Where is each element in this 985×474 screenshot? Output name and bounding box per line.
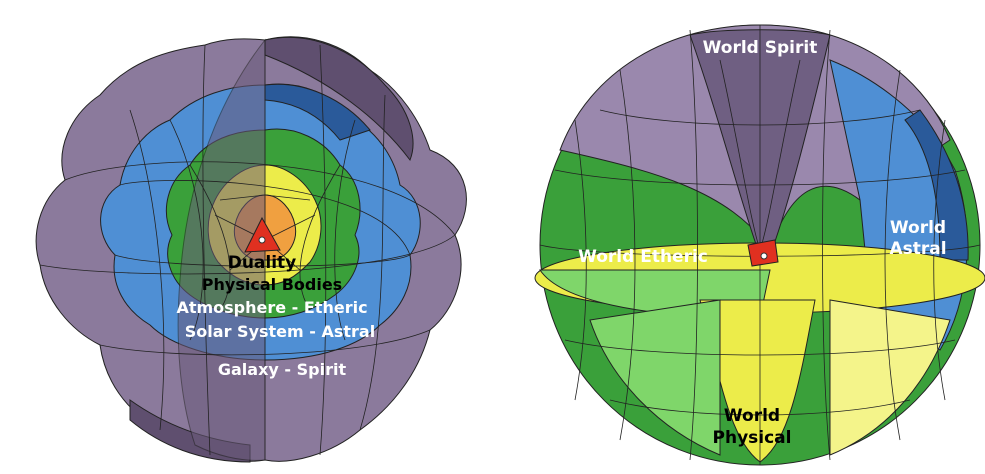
label-physical-bodies: Physical Bodies [202, 275, 342, 294]
label-duality: Duality [228, 253, 297, 273]
label-world-physical-line2: Physical [713, 428, 792, 448]
label-atmosphere-etheric: Atmosphere - Etheric [176, 298, 367, 317]
label-world-astral-line1: World [890, 218, 946, 238]
label-solar-system-astral: Solar System - Astral [185, 322, 375, 341]
label-world-spirit: World Spirit [703, 38, 818, 58]
duality-center-dot [259, 237, 265, 243]
right-duality-dot [761, 253, 767, 259]
label-world-astral-line2: Astral [889, 239, 946, 259]
label-galaxy-spirit: Galaxy - Spirit [218, 360, 347, 379]
label-world-etheric: World Etheric [578, 247, 708, 267]
left-nested-spheres [36, 37, 466, 462]
label-world-physical-line1: World [724, 406, 780, 426]
